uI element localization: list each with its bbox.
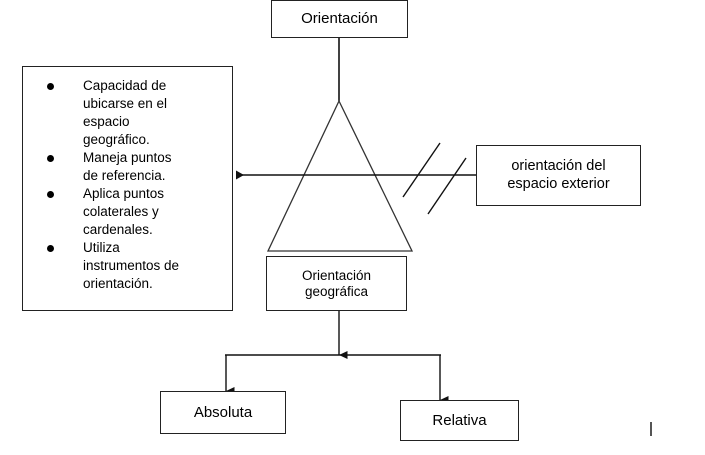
bullet-line: Utiliza (83, 240, 120, 255)
node-exterior-label: orientación del espacio exterior (507, 158, 609, 192)
node-geografica-label: Orientación geográfica (302, 268, 371, 300)
node-geografica-line1: Orientación (301, 267, 372, 283)
bullet-line: ubicarse en el (83, 96, 168, 111)
bullet-line: colaterales y (83, 204, 159, 219)
list-item: Capacidad de ubicarse en el espacio geog… (45, 77, 226, 149)
node-geografica-line2: geográfica (304, 283, 369, 299)
text-caret-artifact (650, 422, 652, 436)
bullet-line: orientación. (83, 276, 153, 291)
node-orientacion-espacio-exterior[interactable]: orientación del espacio exterior (476, 145, 641, 206)
bullet-line: espacio (83, 114, 130, 129)
node-absoluta-label: Absoluta (193, 403, 253, 421)
bullet-list: Capacidad de ubicarse en el espacio geog… (23, 67, 232, 293)
bullet-dot-icon (47, 155, 54, 162)
bullet-line: instrumentos de (83, 258, 180, 273)
bullet-line: cardenales. (83, 222, 153, 237)
node-orientacion-geografica[interactable]: Orientación geográfica (266, 256, 407, 311)
node-absoluta[interactable]: Absoluta (160, 391, 286, 434)
list-item: Aplica puntos colaterales y cardenales. (45, 185, 226, 239)
node-orientacion[interactable]: Orientación (271, 0, 408, 38)
bullet-line: Aplica puntos (83, 186, 165, 201)
node-orientacion-label: Orientación (301, 10, 378, 28)
bullet-line: Maneja puntos (83, 150, 172, 165)
hatch-mark-2 (427, 157, 467, 215)
hatch-mark-1 (402, 142, 441, 198)
bullet-dot-icon (47, 83, 54, 90)
triangle-shape (266, 99, 414, 252)
node-exterior-line2: espacio exterior (507, 175, 610, 192)
list-item: Utiliza instrumentos de orientación. (45, 239, 226, 293)
bullet-line: de referencia. (83, 168, 166, 183)
node-exterior-line1: orientación del (511, 158, 606, 175)
node-relativa[interactable]: Relativa (400, 400, 519, 441)
list-item: Maneja puntos de referencia. (45, 149, 226, 185)
bullet-dot-icon (47, 245, 54, 252)
bullet-dot-icon (47, 191, 54, 198)
node-relativa-label: Relativa (432, 411, 487, 429)
bullet-line: Capacidad de (83, 78, 167, 93)
bullet-line: geográfico. (83, 132, 150, 147)
node-competencias-list[interactable]: Capacidad de ubicarse en el espacio geog… (22, 66, 233, 311)
